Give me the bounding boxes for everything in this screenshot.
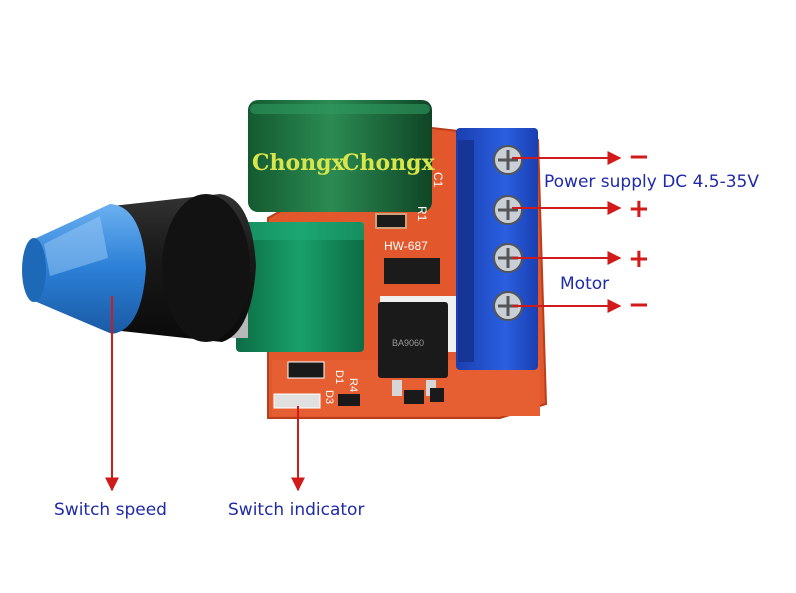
- speed-knob: [22, 194, 256, 342]
- smd-diode-d1: [287, 361, 325, 379]
- switch-speed-label: Switch speed: [54, 500, 167, 520]
- capacitor-brand: Chongx: [252, 150, 346, 176]
- capacitor-ref-label: C1: [431, 172, 445, 188]
- terminal-screw-2: [493, 195, 523, 225]
- terminal-4-sign: −: [628, 290, 650, 320]
- electrolytic-capacitor: Chongx Chongx: [248, 100, 436, 212]
- motor-label: Motor: [560, 274, 610, 294]
- capacitor-brand-repeat: Chongx: [342, 150, 436, 176]
- terminal-block: [456, 128, 538, 370]
- terminal-screw-1: [493, 145, 523, 175]
- terminal-1-sign: −: [628, 142, 650, 172]
- mosfet: BA9060: [378, 296, 456, 396]
- power-supply-label: Power supply DC 4.5-35V: [544, 172, 759, 192]
- terminal-screw-4: [493, 291, 523, 321]
- switch-indicator-label: Switch indicator: [228, 500, 365, 520]
- terminal-2-sign: +: [628, 194, 650, 224]
- resistor-ref-label: R1: [415, 206, 429, 222]
- pcb-label-d3: D3: [323, 390, 335, 404]
- pcb-label-d1: D1: [333, 370, 345, 384]
- smd-led: [273, 393, 321, 409]
- smd-resistor-r4: [338, 394, 360, 406]
- smd-resistor: [375, 213, 407, 229]
- smd-diode: [384, 258, 440, 284]
- pcb-label-r4: R4: [347, 378, 359, 392]
- smd-chip: [404, 390, 424, 404]
- mosfet-code: BA9060: [392, 338, 424, 348]
- terminal-3-sign: +: [628, 244, 650, 274]
- model-label: HW-687: [384, 239, 428, 253]
- smd-chip-2: [430, 388, 444, 402]
